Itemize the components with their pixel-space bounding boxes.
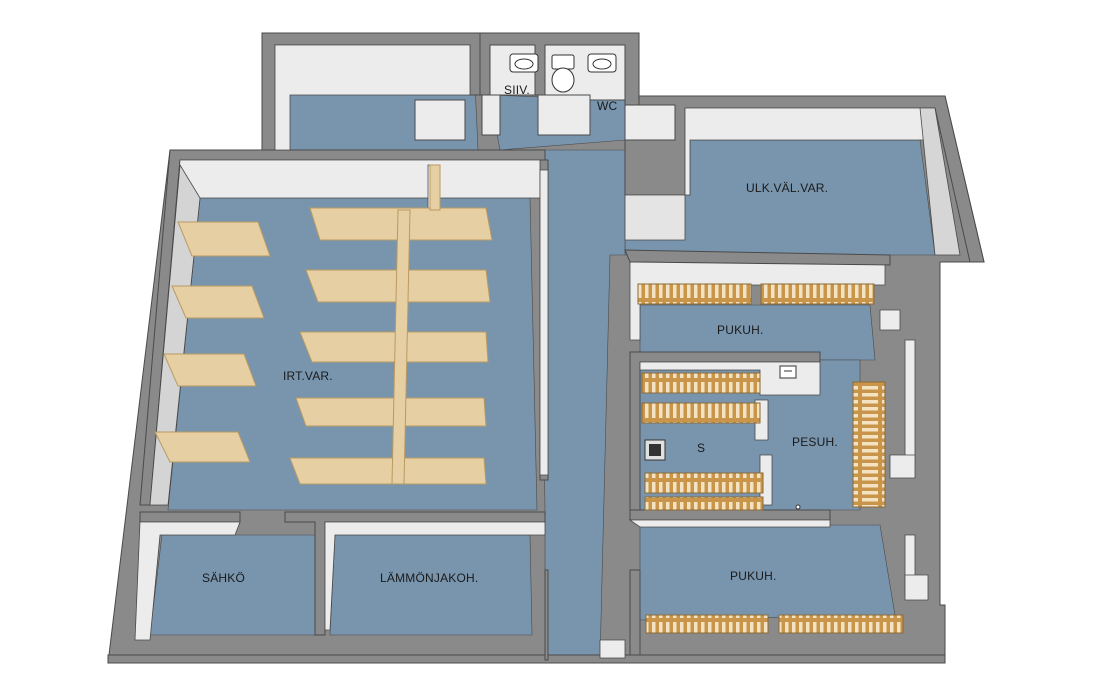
room-label-sahko: SÄHKÖ: [202, 571, 245, 585]
wc-area: [414, 44, 676, 141]
benches: [637, 283, 904, 634]
toilet-icon: [551, 54, 575, 93]
bench: [644, 472, 764, 494]
shelf-divider: [391, 209, 411, 485]
storage-box: [414, 99, 466, 141]
room-labels: SIIV. WC ULK.VÄL.VAR. IRT.VAR. PUKUH. PE…: [202, 83, 838, 585]
bench: [760, 283, 875, 305]
sink-icon: [509, 53, 539, 73]
shelf: [289, 457, 487, 485]
bench-vertical: [852, 381, 886, 508]
bench: [641, 372, 761, 394]
floor-pukuh-upper: [639, 304, 876, 361]
shelf: [171, 285, 265, 319]
siiv-door: [481, 94, 501, 136]
bench: [637, 283, 752, 305]
shelf: [177, 221, 271, 257]
room-label-irt-var: IRT.VAR.: [283, 369, 333, 383]
faucet-icon: [795, 504, 801, 510]
shelf: [163, 353, 257, 387]
shelving: [154, 164, 493, 485]
shelf: [295, 397, 487, 427]
stove-icon: [644, 439, 666, 461]
room-label-pesuh: PESUH.: [792, 435, 838, 449]
floor-sahko: [149, 534, 319, 636]
floor-lammonjakoh: [329, 534, 533, 636]
room-label-ulk-val-var: ULK.VÄL.VAR.: [746, 181, 828, 195]
room-label-pukuh-lower: PUKUH.: [730, 569, 777, 583]
room-label-lammonjakoh: LÄMMÖNJAKOH.: [380, 571, 478, 585]
room-label-sauna: S: [697, 441, 705, 455]
fixtures: [644, 365, 801, 510]
room-label-siiv: SIIV.: [504, 83, 530, 97]
shelf-post: [429, 164, 441, 211]
room-label-pukuh-upper: PUKUH.: [717, 323, 764, 337]
room-label-wc: WC: [597, 99, 618, 113]
shelf: [299, 331, 489, 363]
wc-partition: [537, 94, 591, 136]
washbasin-icon: [779, 365, 797, 379]
sink-icon: [587, 53, 617, 73]
floor-areas: [149, 82, 936, 661]
bench: [645, 614, 769, 634]
shelf: [154, 431, 251, 463]
bench: [641, 402, 761, 424]
bench: [644, 496, 764, 511]
bench: [778, 614, 904, 634]
wall-faces: [134, 44, 961, 659]
right-door-block: [624, 104, 676, 141]
